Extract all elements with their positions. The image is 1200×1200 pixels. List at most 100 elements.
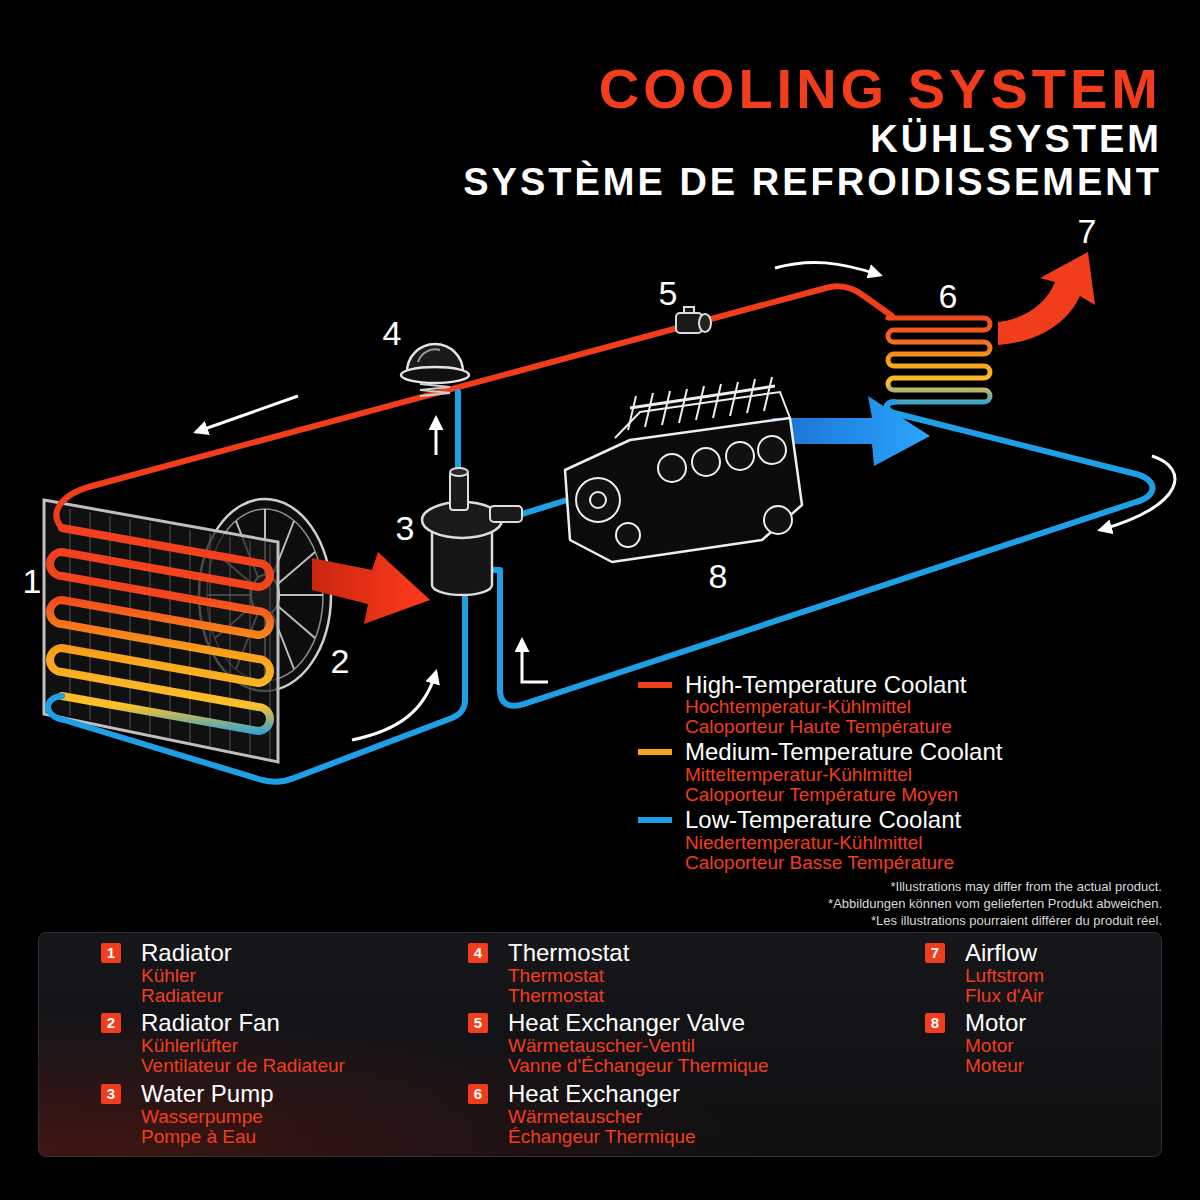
part-translation: Moteur — [965, 1056, 1026, 1076]
title: COOLING SYSTEM — [599, 61, 1162, 117]
legend-translation: Hochtemperatur-Kühlmittel — [685, 697, 911, 716]
part-translation: Vanne d'Échangeur Thermique — [508, 1056, 769, 1076]
label-slot: SYSTÈME DE REFROIDISSEMENT — [463, 163, 1162, 201]
pump-inlet — [450, 472, 468, 510]
part-name: Water Pump — [141, 1081, 273, 1107]
crank-hub — [590, 492, 606, 508]
callout-number: 7 — [1078, 214, 1097, 248]
label-slot: KÜHLSYSTEM — [870, 120, 1162, 158]
label-slot: 2 — [331, 644, 350, 678]
label-slot: Hochtemperatur-Kühlmittel — [685, 697, 911, 716]
flow-arrow — [352, 672, 436, 740]
legend-text: High-Temperature Coolant — [685, 673, 966, 697]
legend-swatch — [638, 749, 672, 755]
cold-coolant-pipe — [48, 598, 465, 782]
water-pump — [422, 468, 522, 595]
number-badge: 7 — [925, 943, 945, 963]
part-name: Heat Exchanger — [508, 1081, 696, 1107]
part-translation: Pompe à Eau — [141, 1127, 273, 1147]
part-entry: 2Radiator FanKühlerlüfterVentilateur de … — [101, 1010, 345, 1076]
number-badge: 5 — [468, 1013, 488, 1033]
subtitle: KÜHLSYSTEM — [870, 120, 1162, 158]
title-slot: COOLING SYSTEM — [599, 61, 1162, 117]
cylinder-bore — [692, 448, 720, 476]
radiator-coil — [50, 528, 270, 731]
number-badge: 3 — [101, 1084, 121, 1104]
label-slot: 3 — [396, 511, 415, 545]
legend-translation: Mitteltemperatur-Kühlmittel — [685, 765, 912, 784]
label-slot: 4 — [383, 316, 402, 350]
label-slot: 8 — [709, 559, 728, 593]
label-slot: 1 — [23, 564, 42, 598]
legend-text: Low-Temperature Coolant — [685, 808, 961, 832]
callout-number: 3 — [396, 511, 415, 545]
thermostat-spring — [420, 384, 450, 396]
engine-block — [565, 377, 802, 562]
part-translation: Wasserpumpe — [141, 1107, 273, 1127]
callout-number: 6 — [939, 279, 958, 313]
heat-exchanger-valve — [676, 307, 711, 333]
part-translation: Thermostat — [508, 966, 629, 986]
legend-translation: Niedertemperatur-Kühlmittel — [685, 833, 923, 852]
label-slot: *Illustrations may differ from the actua… — [891, 880, 1162, 893]
flow-arrow — [1100, 456, 1175, 530]
cylinder-bore — [758, 436, 786, 464]
fan-airflow-arrow — [312, 552, 430, 624]
part-entry: 7 AirflowLuftstromFlux d'Air — [925, 940, 1044, 1006]
part-translation: Wärmetauscher-Ventil — [508, 1036, 769, 1056]
pump-inlet-mouth — [450, 468, 468, 476]
legend-translation: Caloporteur Haute Température — [685, 717, 952, 736]
legend-translation: Caloporteur Température Moyen — [685, 785, 958, 804]
label-slot: Caloporteur Température Moyen — [685, 785, 958, 804]
part-entry: 3 Water PumpWasserpumpePompe à Eau — [101, 1081, 273, 1147]
flow-arrow — [196, 396, 298, 432]
part-translation: Kühlerlüfter — [141, 1036, 345, 1056]
part-names: Heat ExchangerWärmetauscherÉchangeur The… — [508, 1081, 696, 1147]
pump-outlet — [490, 506, 522, 522]
part-names: Water PumpWasserpumpePompe à Eau — [141, 1081, 273, 1147]
label-slot: *Les illustrations pourraient différer d… — [871, 914, 1162, 927]
return-coolant-pipe — [494, 402, 1153, 706]
timing-cover — [576, 478, 620, 522]
number-badge: 1 — [101, 943, 121, 963]
part-translation: Flux d'Air — [965, 986, 1044, 1006]
thermostat-highlight — [418, 349, 440, 362]
part-names: MotorMotorMoteur — [965, 1010, 1026, 1076]
part-translation: Kühler — [141, 966, 232, 986]
legend-translation: Caloporteur Basse Température — [685, 853, 954, 872]
part-translation: Wärmetauscher — [508, 1107, 696, 1127]
label-slot: 7 — [1078, 214, 1097, 248]
intake-runners — [628, 377, 772, 430]
pump-to-thermostat-pipe — [455, 392, 461, 470]
engine-to-pump-pipe — [522, 500, 567, 514]
thermostat-flange — [401, 367, 469, 383]
number-badge: 8 — [925, 1013, 945, 1033]
part-entry: 5Heat Exchanger ValveWärmetauscher-Venti… — [468, 1010, 769, 1076]
label-slot: *Abbildungen können vom gelieferten Prod… — [828, 897, 1162, 910]
part-names: AirflowLuftstromFlux d'Air — [965, 940, 1044, 1006]
number-badge: 6 — [468, 1084, 488, 1104]
part-translation: Luftstrom — [965, 966, 1044, 986]
part-name: Radiator Fan — [141, 1010, 345, 1036]
cylinder-bore — [726, 442, 754, 470]
disclaimer-note: *Illustrations may differ from the actua… — [891, 880, 1162, 893]
part-names: RadiatorKühlerRadiateur — [141, 940, 232, 1006]
flow-arrow — [435, 418, 438, 455]
part-translation: Radiateur — [141, 986, 232, 1006]
legend-row: Low-Temperature Coolant — [638, 808, 961, 832]
label-slot: 5 — [659, 276, 678, 310]
legend-row: High-Temperature Coolant — [638, 673, 966, 697]
label-slot: Caloporteur Basse Température — [685, 853, 954, 872]
callout-number: 1 — [23, 564, 42, 598]
part-name: Radiator — [141, 940, 232, 966]
part-names: Radiator FanKühlerlüfterVentilateur de R… — [141, 1010, 345, 1076]
callout-number: 5 — [659, 276, 678, 310]
part-name: Airflow — [965, 940, 1044, 966]
callout-number: 4 — [383, 316, 402, 350]
callout-number: 8 — [709, 559, 728, 593]
valve-cap — [699, 314, 711, 332]
engine-pulley — [764, 506, 792, 534]
thermostat — [401, 344, 469, 396]
hot-airflow-arrow — [998, 252, 1095, 345]
